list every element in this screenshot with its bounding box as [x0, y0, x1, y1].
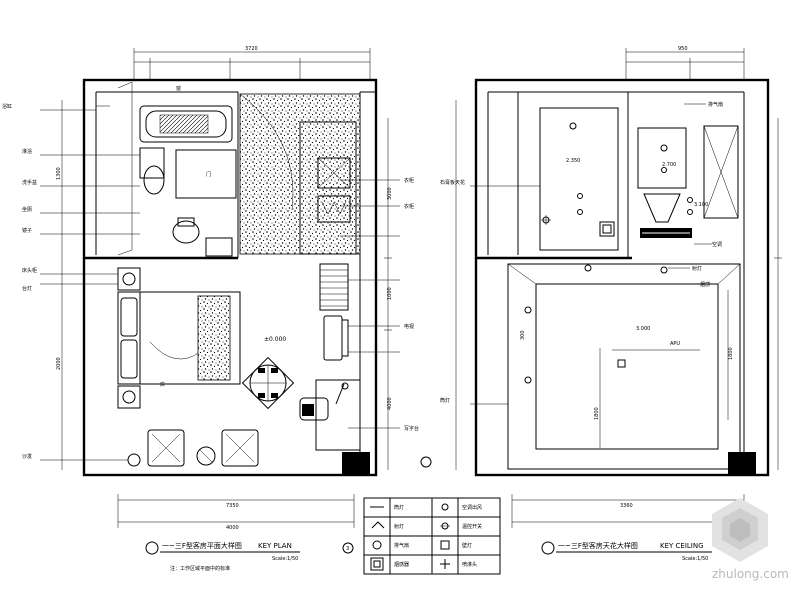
legend-symbol-8 [440, 559, 450, 569]
label-spot: 射灯 [692, 265, 702, 272]
legend-label-6: 温控开关 [462, 523, 482, 530]
legend-label-8: 喷淋头 [462, 561, 477, 568]
legend-symbol-2 [371, 521, 385, 529]
dim-bottom-right: 3360 [620, 503, 633, 509]
dim-side: 300 [520, 330, 526, 340]
dim-bottom-1: 7350 [226, 503, 239, 509]
left-plan-circle-no: 3 [346, 546, 349, 552]
right-ceiling-plan: 950 [440, 46, 782, 562]
legend-symbol-4 [370, 557, 384, 571]
label-ceiling: 石膏板天花 [440, 179, 465, 186]
bathtub [139, 105, 233, 143]
label-window: 窗 [176, 85, 181, 92]
ceiling-lights [524, 122, 693, 384]
ceiling-panel [535, 283, 719, 450]
right-plan-title: 一~三F型客房天花大样图 [558, 541, 638, 550]
column-right [728, 452, 756, 476]
ceiling-height-1: 3.000 [636, 326, 650, 332]
label-vent: 排气扇 [708, 101, 723, 108]
legend-label-5: 空调出风 [462, 504, 482, 511]
label-wardrobe-1: 衣柜 [404, 177, 414, 184]
legend-label-1: 筒灯 [394, 504, 404, 511]
label-desk: 写字台 [404, 425, 419, 432]
watermark-logo: zhulong.com [712, 498, 789, 581]
watermark-text: zhulong.com [712, 567, 789, 581]
label-bathtub: 浴缸 [2, 103, 12, 110]
label-ac: 空调 [712, 241, 722, 248]
label-tv: 电视 [404, 323, 414, 330]
legend-symbol-5 [441, 503, 449, 511]
left-floor-plan: 3720 [2, 46, 432, 572]
dim-inner-2: 1800 [728, 347, 734, 360]
floor-elevation: ±0.000 [264, 336, 286, 343]
label-bed: 床 [160, 381, 165, 388]
toilet [172, 220, 200, 244]
label-lamp: 台灯 [22, 285, 32, 292]
label-mirror: 镜子 [22, 227, 32, 234]
lounge-set [127, 429, 259, 467]
label-basin: 洗手盆 [22, 179, 37, 186]
ceiling-height-2: 2.700 [662, 162, 676, 168]
label-toilet: 坐厕 [22, 206, 32, 213]
label-door: 门 [206, 171, 211, 178]
right-plan-title-en: KEY CEILING [660, 542, 704, 550]
basin [139, 147, 165, 179]
legend-label-7: 壁灯 [462, 542, 472, 549]
ceiling-height-4: 3.100 [694, 202, 708, 208]
legend-table: 筒灯 射灯 排气扇 烟感器 空调出风 温控开关 壁灯 喷淋头 [363, 497, 501, 575]
bed [117, 267, 241, 409]
label-shower: 淋浴 [22, 148, 32, 155]
dim-right-1: 3000 [387, 187, 393, 200]
left-plan-title-en: KEY PLAN [258, 542, 292, 550]
legend-label-2: 射灯 [394, 523, 404, 530]
label-smoke: 烟感 [700, 281, 710, 288]
legend-label-3: 排气扇 [394, 542, 409, 549]
dim-right-2: 1000 [387, 287, 393, 300]
right-plan-scale: Scale:1/50 [682, 556, 708, 562]
label-wardrobe-2: 衣柜 [404, 203, 414, 210]
label-side-table: 床头柜 [22, 267, 37, 274]
legend-label-4: 烟感器 [394, 561, 409, 568]
dim-top-right: 950 [678, 46, 688, 52]
left-plan-scale: Scale:1/50 [272, 556, 298, 562]
step-strip [319, 263, 349, 311]
legend-symbol-7 [440, 540, 450, 550]
ceiling-height-3: 2.350 [566, 158, 580, 164]
label-lamp-right: 筒灯 [440, 397, 450, 404]
legend-symbol-3 [372, 540, 382, 550]
dim-top-left: 3720 [245, 46, 258, 52]
column [342, 452, 370, 476]
left-plan-title: 一~三F型客房平面大样图 [162, 541, 242, 550]
dim-left-1: 1300 [56, 167, 62, 180]
tv-cabinet [323, 315, 343, 361]
floor-mark-symbol [241, 356, 295, 410]
dim-inner-1: 1800 [594, 407, 600, 420]
dim-bottom-2: 4000 [226, 525, 239, 531]
desk [315, 379, 361, 451]
dim-right-3: 4000 [387, 397, 393, 410]
dim-left-2: 2000 [56, 357, 62, 370]
label-sofa: 沙发 [22, 453, 32, 460]
left-plan-note: 注：工作区域平面中的标准 [170, 565, 230, 572]
apu-label: APU [670, 341, 680, 347]
